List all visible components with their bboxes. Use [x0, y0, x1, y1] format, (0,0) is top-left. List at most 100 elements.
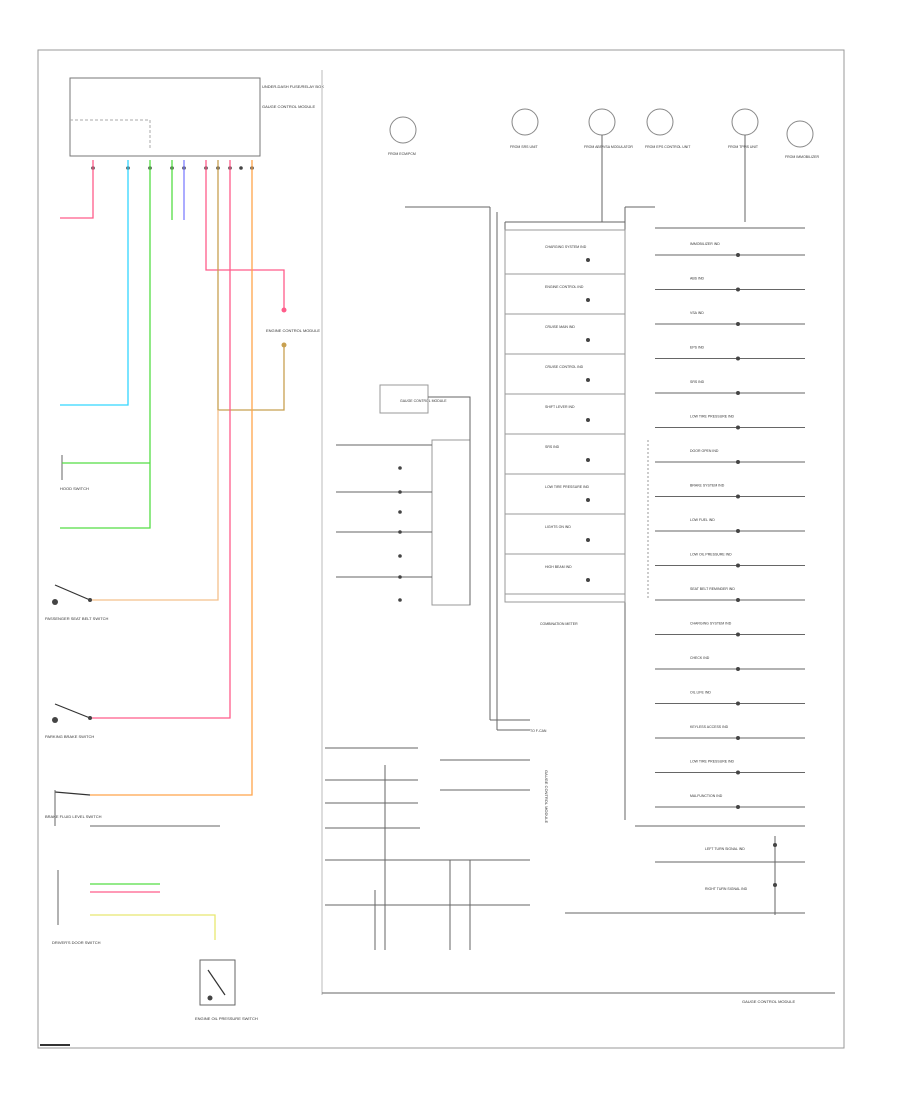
- right-indicator-14: KEYLESS ACCESS IND: [655, 725, 805, 740]
- fuse-box: [69, 77, 261, 157]
- gauge-module-box: [431, 439, 471, 606]
- right-indicator-2: VSA IND: [655, 311, 805, 326]
- indicator-lamp: [736, 701, 740, 706]
- indicator-lamp: [736, 494, 740, 499]
- svg-text:PARKING BRAKE SWITCH: PARKING BRAKE SWITCH: [45, 734, 94, 739]
- indicator-lamp: [736, 460, 740, 464]
- right-indicator-6: DOOR OPEN IND: [655, 449, 805, 464]
- right-indicator-label: KEYLESS ACCESS IND: [690, 725, 729, 729]
- ecm-label: ENGINE CONTROL MODULE: [266, 328, 320, 333]
- left-indicator-label: CRUISE MAIN IND: [545, 325, 575, 329]
- combination-meter-label: GAUGE CONTROL MODULE: [262, 104, 316, 109]
- right-indicator-label: ABS IND: [690, 277, 704, 281]
- wire-cyan: [60, 160, 129, 406]
- left-indicator-2: CRUISE MAIN IND: [505, 325, 625, 355]
- left-indicators: CHARGING SYSTEM IND ENGINE CONTROL IND CRU…: [505, 245, 625, 595]
- right-indicator-label: SRS IND: [690, 380, 705, 384]
- indicator-lamp: [736, 805, 740, 809]
- svg-text:HOOD SWITCH: HOOD SWITCH: [60, 486, 89, 491]
- connector-label-5: FROM TPMS UNIT: [728, 145, 759, 149]
- hood-switch: HOOD SWITCH: [60, 455, 150, 491]
- left-indicator-8: HIGH BEAM IND: [505, 565, 625, 595]
- right-indicator-1: ABS IND: [655, 277, 805, 292]
- right-indicator-label: MALFUNCTION IND: [690, 794, 723, 798]
- brake-fluid-switch: BRAKE FLUID LEVEL SWITCH: [45, 790, 102, 826]
- right-indicator-label: LOW FUEL IND: [690, 518, 715, 522]
- indicator-lamp: [586, 538, 590, 542]
- left-indicator-label: LIGHTS ON IND: [545, 525, 571, 529]
- wire-pink-ecm: [205, 160, 285, 310]
- left-indicator-label: SRS IND: [545, 445, 560, 449]
- svg-text:PASSENGER SEAT BELT SWITCH: PASSENGER SEAT BELT SWITCH: [45, 616, 109, 621]
- svg-text:DRIVER'S DOOR SWITCH: DRIVER'S DOOR SWITCH: [52, 940, 101, 945]
- indicator-lamp: [586, 378, 590, 382]
- left-indicator-label: LOW TIRE PRESSURE IND: [545, 485, 590, 489]
- gauge-module-label: GAUGE CONTROL MODULE: [400, 399, 447, 403]
- indicator-lamp: [736, 287, 740, 292]
- left-indicator-0: CHARGING SYSTEM IND: [505, 245, 625, 275]
- oil-pressure-switch: ENGINE OIL PRESSURE SWITCH: [195, 959, 258, 1021]
- left-indicator-7: LIGHTS ON IND: [505, 525, 625, 555]
- left-indicator-5: SRS IND: [505, 445, 625, 475]
- left-indicator-1: ENGINE CONTROL IND: [505, 285, 625, 315]
- right-indicator-label: SEAT BELT REMINDER IND: [690, 587, 735, 591]
- wire-tan: [217, 160, 285, 411]
- right-indicator-label: DOOR OPEN IND: [690, 449, 719, 453]
- right-indicator-label: BRAKE SYSTEM IND: [690, 484, 725, 488]
- connector-label-2: FROM SRS UNIT: [510, 145, 538, 149]
- top-connectors: [389, 108, 814, 148]
- left-indicator-label: CRUISE CONTROL IND: [545, 365, 584, 369]
- indicator-lamp: [586, 258, 590, 262]
- parking-brake-switch: PARKING BRAKE SWITCH: [45, 703, 94, 739]
- indicator-lamp: [586, 338, 590, 342]
- indicator-lamp: [736, 770, 740, 775]
- right-indicator-4: SRS IND: [655, 380, 805, 395]
- indicator-lamp: [736, 667, 740, 671]
- right-indicator-15: LOW TIRE PRESSURE IND: [655, 760, 805, 775]
- indicator-lamp: [736, 632, 740, 637]
- wire-pink-top: [60, 160, 94, 219]
- indicator-lamp: [736, 529, 740, 533]
- right-indicator-label: OIL LIFE IND: [690, 691, 711, 695]
- wire-pink-long: [90, 160, 231, 719]
- combination-meter-label-2: COMBINATION METER: [540, 622, 578, 626]
- right-indicator-16: MALFUNCTION IND: [655, 794, 805, 809]
- wire-green: [60, 160, 151, 529]
- left-indicator-label: ENGINE CONTROL IND: [545, 285, 584, 289]
- right-indicator-label: LOW TIRE PRESSURE IND: [690, 760, 735, 764]
- right-indicator-5: LOW TIRE PRESSURE IND: [655, 415, 805, 430]
- connector-label-6: FROM IMMOBILIZER: [785, 155, 820, 159]
- right-indicators: IMMOBILIZER IND ABS IND VSA IND EPS IND SRS …: [655, 242, 805, 809]
- indicator-lamp: [736, 736, 740, 740]
- right-indicator-11: CHARGING SYSTEM IND: [655, 622, 805, 637]
- indicator-lamp: [736, 253, 740, 257]
- left-indicator-4: SHIFT LEVER IND: [505, 405, 625, 435]
- vertical-module-label: GAUGE CONTROL MODULE: [544, 770, 549, 824]
- left-indicator-box: [504, 229, 626, 603]
- right-indicator-label: CHARGING SYSTEM IND: [690, 622, 732, 626]
- right-indicator-label: CHECK IND: [690, 656, 710, 660]
- indicator-lamp: [736, 598, 740, 602]
- right-indicator-label: IMMOBILIZER IND: [690, 242, 720, 246]
- right-indicator-10: SEAT BELT REMINDER IND: [655, 587, 805, 602]
- left-indicator-label: HIGH BEAM IND: [545, 565, 572, 569]
- indicator-lamp: [586, 298, 590, 302]
- indicator-lamp: [736, 563, 740, 568]
- indicator-lamp: [586, 498, 590, 502]
- right-indicator-8: LOW FUEL IND: [655, 518, 805, 533]
- footer-label: GAUGE CONTROL MODULE: [742, 999, 796, 1004]
- right-indicator-label: VSA IND: [690, 311, 704, 315]
- seat-belt-switch: PASSENGER SEAT BELT SWITCH: [45, 584, 109, 621]
- indicator-lamp: [736, 425, 740, 430]
- right-indicator-label: EPS IND: [690, 346, 704, 350]
- center-panel: FROM ECM/PCM FROM SRS UNIT FROM ABS/VSA …: [322, 108, 835, 1004]
- connector-label-3: FROM ABS/VSA MODULATOR: [584, 145, 633, 149]
- wire-peach: [90, 410, 219, 601]
- left-indicator-label: CHARGING SYSTEM IND: [545, 245, 587, 249]
- right-indicator-9: LOW OIL PRESSURE IND: [655, 553, 805, 568]
- right-indicator-12: CHECK IND: [655, 656, 805, 671]
- indicator-lamp: [736, 322, 740, 326]
- left-turn-label: LEFT TURN SIGNAL IND: [705, 847, 745, 851]
- left-panel: UNDER-DASH FUSE/RELAY BOX GAUGE CONTROL …: [40, 77, 324, 1046]
